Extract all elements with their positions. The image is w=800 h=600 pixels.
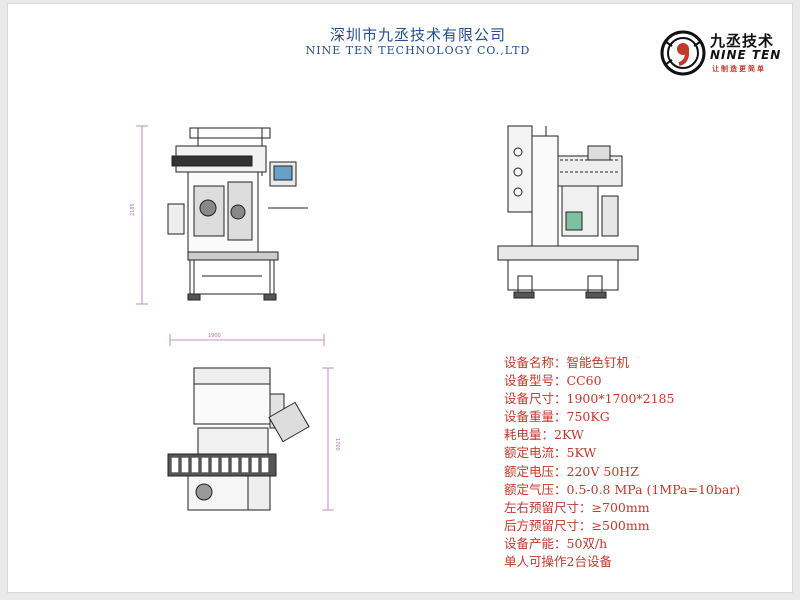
- svg-text:1700: 1700: [334, 438, 340, 451]
- spec-row: 耗电量：2KW: [504, 426, 800, 444]
- spec-label: 设备产能: [504, 535, 555, 551]
- spec-label: 耗电量: [504, 427, 542, 443]
- logo-name-cn: 九丞技术: [710, 32, 775, 50]
- drawing-sheet: 深圳市九丞技术有限公司 NINE TEN TECHNOLOGY CO.,LTD …: [8, 4, 792, 592]
- spec-row: 额定电压：220V 50HZ: [504, 463, 800, 481]
- spec-row: 设备重量：750KG: [504, 408, 800, 426]
- spec-row: 设备产能：50双/h: [504, 535, 800, 553]
- spec-separator: ：: [554, 355, 567, 370]
- company-name-cn: 深圳市九丞技术有限公司: [329, 26, 506, 44]
- spec-row: 后方预留尺寸：≥500mm: [504, 517, 800, 535]
- spec-row: 设备尺寸：1900*1700*2185: [504, 390, 800, 408]
- spec-value: CC60: [566, 373, 602, 389]
- spec-separator: ：: [541, 427, 555, 443]
- spec-value: 智能色钉机: [566, 355, 630, 370]
- svg-text:2185: 2185: [130, 203, 136, 216]
- machine-front-view-drawing: 2185: [130, 125, 308, 305]
- spec-label: 额定电流: [504, 445, 555, 461]
- spec-label: 左右预留尺寸: [504, 499, 580, 515]
- svg-text:1900: 1900: [208, 333, 221, 339]
- company-name-en: NINE TEN TECHNOLOGY CO.,LTD: [305, 44, 531, 57]
- company-logo: 九丞技术 NINE TEN 让制造更简单: [658, 26, 798, 82]
- nine-ten-logo-icon: [660, 30, 706, 76]
- logo-name-en: NINE TEN: [710, 48, 782, 62]
- spec-separator: ：: [554, 373, 567, 389]
- spec-value: 1900*1700*2185: [566, 391, 675, 407]
- machine-top-view-drawing: 1900 1700: [167, 333, 340, 511]
- spec-separator: ：: [554, 391, 567, 407]
- spec-value: ≥700mm: [591, 499, 650, 515]
- spec-value: 0.5-0.8 MPa (1MPa=10bar): [566, 481, 741, 497]
- spec-value: 220V 50HZ: [566, 463, 639, 479]
- spec-label: 额定电压: [504, 463, 555, 479]
- spec-separator: ：: [554, 535, 567, 551]
- spec-row: 单人可操作2台设备: [504, 553, 800, 571]
- spec-row: 设备型号：CC60: [504, 372, 800, 390]
- spec-label: 后方预留尺寸: [504, 517, 580, 533]
- spec-value: 50双/h: [566, 535, 608, 551]
- logo-slogan: 让制造更简单: [712, 65, 766, 73]
- spec-row: 额定气压：0.5-0.8 MPa (1MPa=10bar): [504, 481, 800, 499]
- spec-separator: ：: [579, 499, 592, 515]
- spec-label: 单人可操作2台设备: [504, 554, 612, 570]
- spec-row: 左右预留尺寸：≥700mm: [504, 499, 800, 517]
- spec-separator: ：: [554, 481, 567, 497]
- spec-separator: ：: [554, 445, 567, 461]
- spec-value: 2KW: [554, 427, 584, 443]
- spec-label: 设备尺寸: [504, 391, 555, 407]
- spec-value: 750KG: [566, 409, 610, 425]
- spec-value: 5KW: [566, 445, 597, 461]
- spec-separator: ：: [554, 463, 567, 479]
- spec-value: ≥500mm: [591, 517, 650, 533]
- spec-row: 设备名称：智能色钉机: [504, 354, 800, 372]
- spec-label: 额定气压: [504, 481, 555, 497]
- machine-side-view-drawing: [497, 125, 639, 299]
- spec-label: 设备重量: [504, 409, 555, 425]
- spec-separator: ：: [579, 517, 592, 533]
- spec-separator: ：: [554, 409, 567, 425]
- spec-label: 设备型号: [504, 373, 555, 389]
- spec-row: 额定电流：5KW: [504, 444, 800, 462]
- spec-label: 设备名称: [504, 355, 555, 370]
